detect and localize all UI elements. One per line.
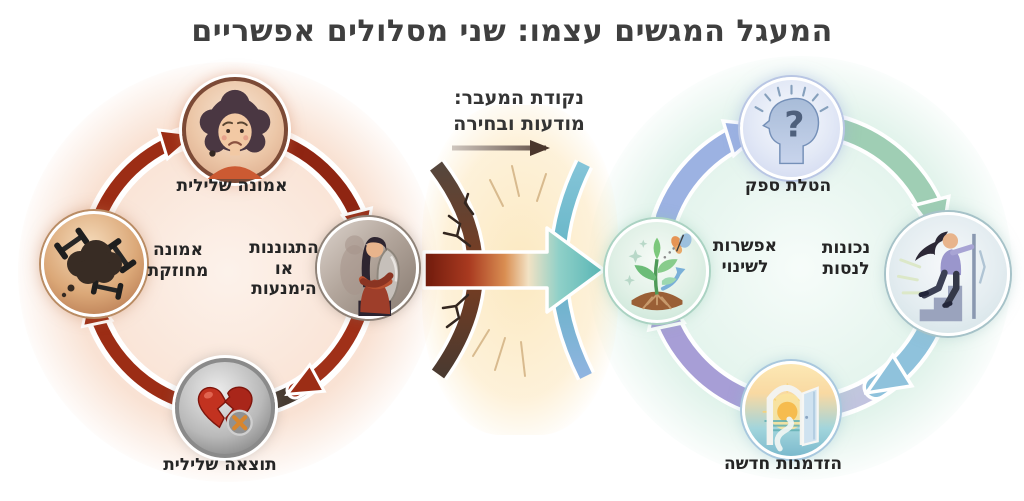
doubt-label: הטלת ספק: [744, 176, 832, 196]
diagram-title: המעגל המגשים עצמו: שני מסלולים אפשריים: [191, 14, 833, 49]
climbing-stairs-icon: [886, 212, 1010, 336]
new-opportunity-label: הזדמנות חדשה: [723, 454, 843, 474]
defensiveness-label: התגוננות או הימנעות: [249, 238, 319, 300]
reinforced-belief-label: אמונה מחוזקת: [147, 240, 209, 281]
negative-belief-label: אמונה שלילית: [176, 176, 288, 196]
negative-outcome-label: תוצאה שלילית: [163, 455, 277, 475]
broken-heart-icon: [175, 358, 275, 458]
self-protect-shield-icon: [317, 217, 419, 319]
heavy-thought-cloud-icon: [41, 211, 147, 317]
willingness-label: נכונות לנסות: [821, 238, 871, 279]
breakthrough-arrow-icon: [422, 226, 606, 314]
open-door-sunrise-icon: [742, 361, 840, 459]
questioning-head-icon: ?: [740, 77, 843, 180]
question-mark-glyph: ?: [784, 105, 804, 145]
transition-point-label: נקודת המעבר: מודעות ובחירה: [453, 87, 585, 135]
sprout-butterfly-icon: [605, 219, 709, 323]
possibility-of-change-label: אפשרות לשינוי: [712, 236, 778, 277]
sad-woman-icon: [182, 77, 288, 183]
